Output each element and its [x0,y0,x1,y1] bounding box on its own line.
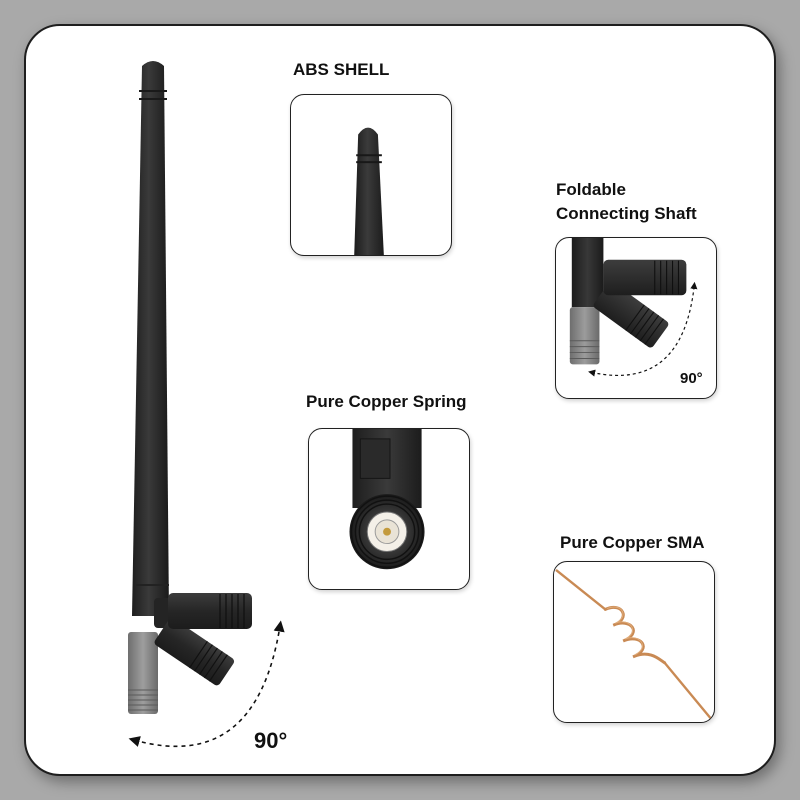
label-pure-copper-spring: Pure Copper Spring [306,392,467,411]
inset-angle-label: 90° [680,370,703,387]
thumb-pure-copper-spring [308,428,470,590]
antenna-body [132,61,169,616]
thumb-foldable-shaft: 90° [555,237,717,399]
antenna-tip-image [354,127,384,255]
sma-connector-image [349,429,425,570]
label-pure-copper-sma: Pure Copper SMA [560,533,705,552]
folding-joint-image [569,238,698,377]
thumb-pure-copper-sma [553,561,715,723]
label-abs-shell: ABS SHELL [293,60,390,79]
label-foldable-line2: Connecting Shaft [556,204,697,223]
rotation-angle-label: 90° [254,728,288,753]
product-card: 90° ABS SHELL Foldable Connecting Shaft [24,24,776,776]
connector-gray-vertical [128,632,158,714]
antenna-main-image [128,61,285,748]
connector-dark-horizontal [168,593,252,629]
label-foldable-line1: Foldable [556,180,626,199]
thumb-abs-shell [290,94,452,256]
label-foldable-shaft: Foldable Connecting Shaft [556,178,697,226]
copper-coil-image [555,568,713,721]
